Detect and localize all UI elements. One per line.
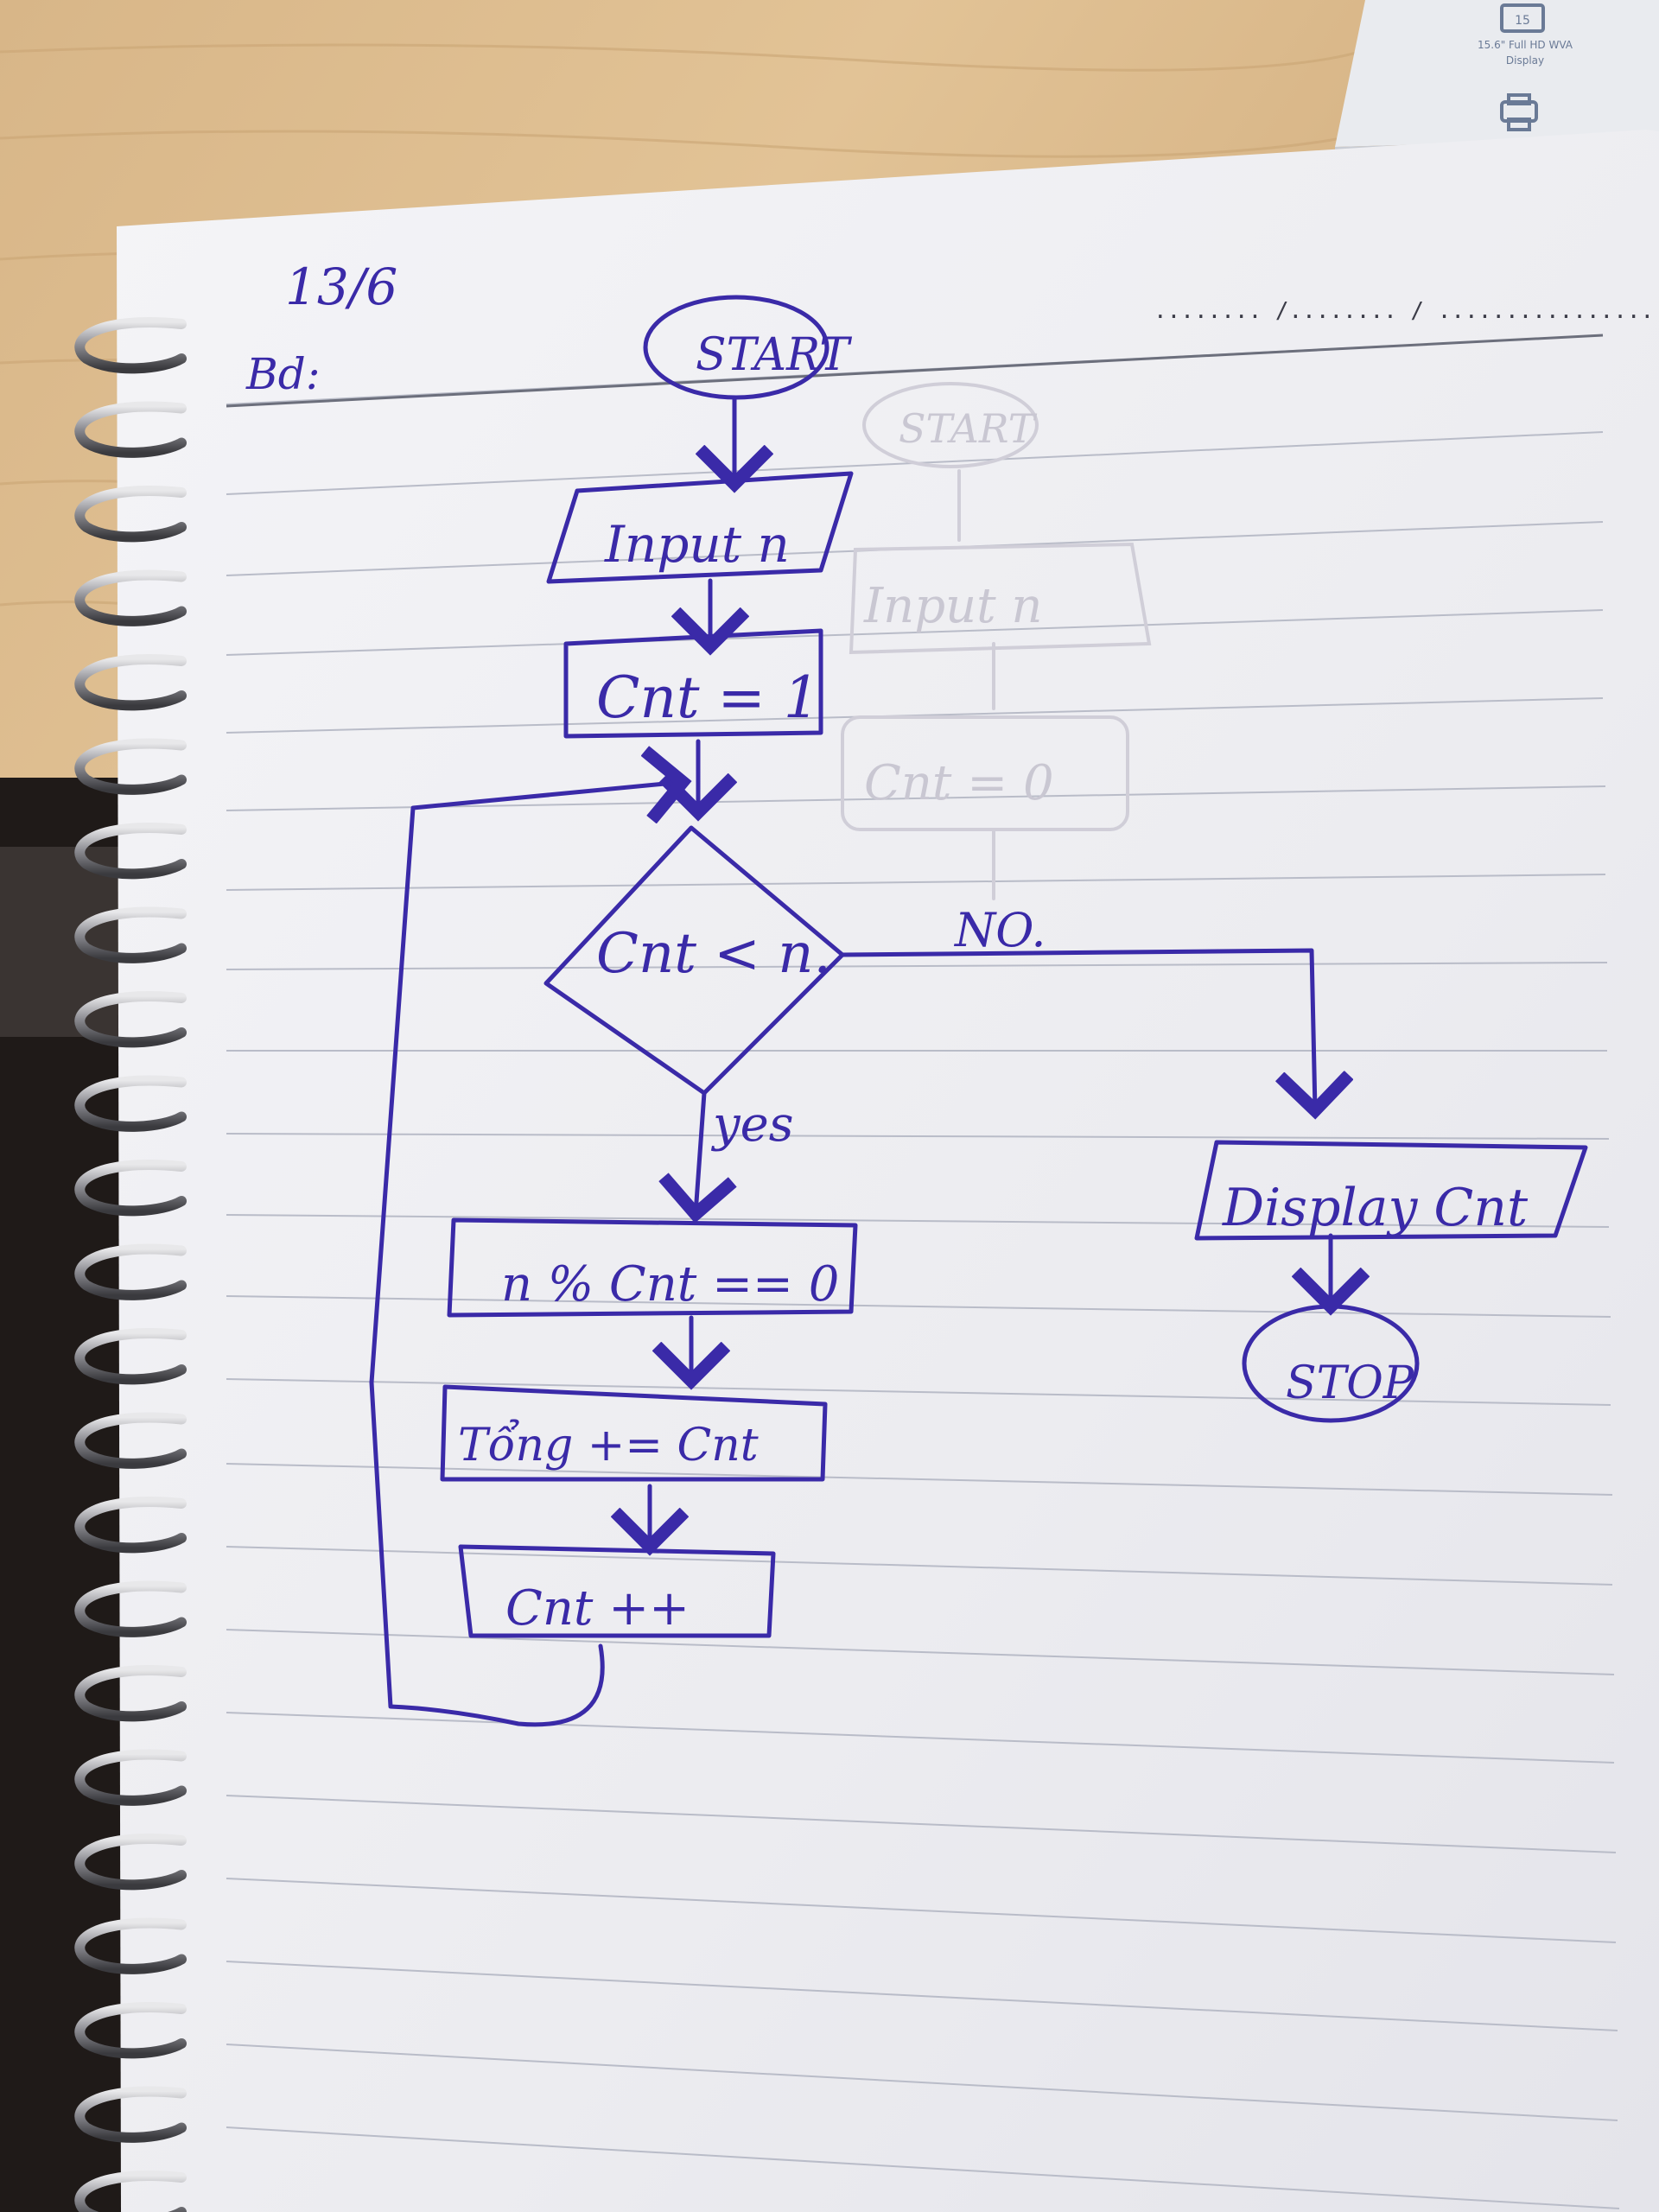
ghost-init: Cnt = 0 — [864, 755, 1054, 811]
yes-label: yes — [710, 1096, 794, 1153]
box-label-line2: Display — [1506, 54, 1544, 67]
init-label: Cnt = 1 — [596, 664, 820, 731]
spiral-ring — [74, 1412, 187, 1469]
printer-icon — [1500, 93, 1538, 131]
spiral-ring — [74, 654, 187, 711]
box-badge: 15 — [1515, 14, 1530, 28]
increment-box — [458, 1544, 776, 1638]
start-label: START — [696, 329, 852, 381]
notebook-page — [117, 130, 1659, 2212]
spiral-ring — [74, 991, 187, 1048]
spiral-ring — [74, 569, 187, 626]
ghost-flowchart: START Input n Cnt = 0 — [841, 382, 1152, 900]
spiral-ring — [74, 1834, 187, 1891]
flowchart: START Input n Cnt = 1 Cnt < n. NO. yes n… — [369, 295, 1588, 1727]
spiral-ring — [74, 1580, 187, 1637]
arrow-no-branch — [840, 948, 1315, 1110]
ghost-input: Input n — [863, 578, 1042, 634]
arrow-yes-branch — [696, 1090, 704, 1214]
spiral-binding — [74, 317, 187, 2212]
spiral-ring — [74, 1665, 187, 1722]
decision-label: Cnt < n. — [596, 922, 831, 986]
input-box — [546, 471, 854, 584]
spiral-ring — [74, 1328, 187, 1385]
spiral-ring — [74, 738, 187, 795]
header-rule — [226, 334, 1604, 408]
ghost-start: START — [899, 405, 1038, 452]
no-label: NO. — [953, 903, 1046, 957]
check-box — [447, 1217, 858, 1318]
spiral-ring — [74, 1497, 187, 1554]
spiral-ring — [74, 2171, 187, 2212]
spiral-ring — [74, 1075, 187, 1132]
spiral-ring — [74, 401, 187, 458]
stop-label: STOP — [1286, 1357, 1414, 1409]
spiral-ring — [74, 823, 187, 880]
increment-label: Cnt ++ — [505, 1580, 690, 1637]
output-box — [1194, 1140, 1588, 1241]
monitor-icon: 15 — [1500, 3, 1545, 33]
spiral-ring — [74, 317, 187, 374]
input-label: Input n — [604, 515, 790, 574]
spiral-ring — [74, 2086, 187, 2143]
note-date: 13/6 — [285, 257, 397, 316]
spiral-ring — [74, 1749, 187, 1806]
box-label-line1: 15.6" Full HD WVA — [1478, 39, 1573, 51]
spiral-ring — [74, 2002, 187, 2059]
spiral-ring — [74, 486, 187, 543]
date-field: ........ /........ / ...................… — [1154, 298, 1659, 324]
check-label: n % Cnt == 0 — [501, 1256, 839, 1313]
spiral-ring — [74, 1243, 187, 1300]
spiral-ring — [74, 1160, 187, 1217]
loop-back-line — [369, 782, 683, 1727]
spiral-ring — [74, 1917, 187, 1974]
output-label: Display Cnt — [1222, 1178, 1529, 1238]
accumulate-box — [440, 1384, 828, 1482]
stop-terminal — [1242, 1304, 1420, 1423]
note-label: Bd: — [245, 349, 321, 399]
spiral-ring — [74, 906, 187, 963]
init-box — [563, 628, 823, 739]
accumulate-label: Tổng += Cnt — [458, 1420, 759, 1471]
